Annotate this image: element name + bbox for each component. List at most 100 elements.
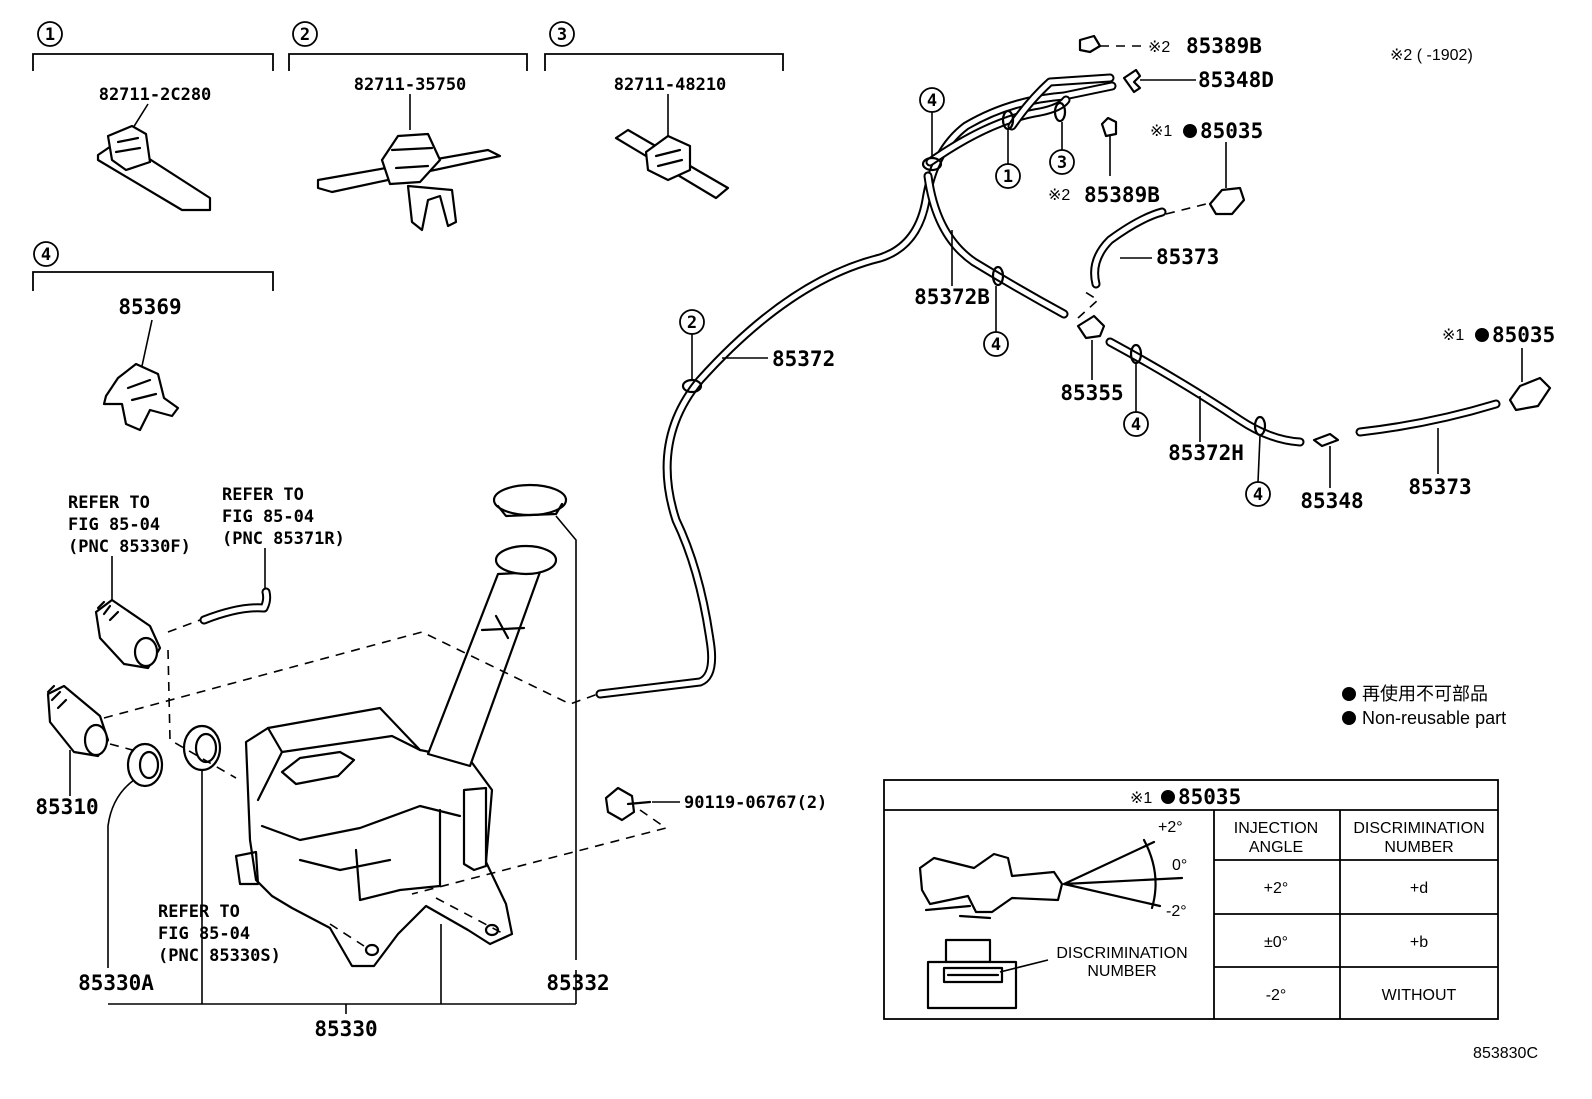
nozzle-85035-lower <box>1508 376 1552 412</box>
clip-82711-35750-drawing <box>316 132 502 232</box>
table-col1-header-2: ANGLE <box>1249 839 1303 856</box>
marker-2: 2 <box>687 313 697 333</box>
refer-85330S-line2: FIG 85-04 <box>158 924 250 944</box>
refer-85371R-line1: REFER TO <box>222 485 304 505</box>
clip-85389B-lower <box>1100 116 1118 138</box>
clip-82711-2C280-label: 82711-2C280 <box>99 85 212 105</box>
angle-zero: 0° <box>1172 857 1187 874</box>
table-title-dot <box>1161 790 1175 804</box>
grommet-85330S <box>182 724 222 772</box>
clip-82711-35750-label: 82711-35750 <box>354 75 467 95</box>
refer-85330F-line2: FIG 85-04 <box>68 515 160 535</box>
legend-en: Non-reusable part <box>1362 708 1506 728</box>
refer-85330F: REFER TO FIG 85-04 (PNC 85330F) <box>68 493 191 605</box>
figure-code: 853830C <box>1473 1045 1538 1062</box>
part-85389B-upper-label: 85389B <box>1186 34 1262 58</box>
table-row1-angle: +2° <box>1264 880 1289 897</box>
clip-82711-48210-drawing <box>614 128 730 200</box>
hose-85372H <box>1105 337 1305 447</box>
nozzle-spray-drawing: +2° 0° -2° <box>918 819 1187 920</box>
connector-85348 <box>1312 432 1340 448</box>
clip-markers: 4 1 3 2 4 4 4 <box>679 87 1271 507</box>
table-row1-number: +d <box>1410 880 1428 897</box>
note1-mark-top: ※1 <box>1150 123 1172 140</box>
marker-4-b: 4 <box>991 335 1001 355</box>
marker-4-c: 4 <box>1131 415 1141 435</box>
angle-plus2: +2° <box>1158 819 1183 836</box>
refer-85330S-line3: (PNC 85330S) <box>158 946 281 966</box>
washer-pump-85310 <box>46 684 110 758</box>
note2-mark-top: ※2 <box>1148 39 1170 56</box>
part-85330A-label: 85330A <box>78 971 154 995</box>
part-85373-upper-label: 85373 <box>1156 245 1219 269</box>
clip-group-3: 3 82711-48210 <box>544 21 784 200</box>
part-90119-label: 90119-06767(2) <box>684 793 827 813</box>
hose-labels: 85372 85372B 85355 85372H 85348 85373 85… <box>722 34 1555 513</box>
part-85389B-lower-label: 85389B <box>1084 183 1160 207</box>
non-reusable-dot-top <box>1183 124 1197 138</box>
nozzle-discrimination-drawing: DISCRIMINATION NUMBER <box>926 938 1188 1010</box>
note1-mark-right: ※1 <box>1442 327 1464 344</box>
clip-85369-drawing <box>102 362 180 432</box>
bolt-90119: 90119-06767(2) <box>604 786 827 822</box>
grommet-85330A <box>126 742 164 788</box>
hose-85373-upper <box>1090 207 1167 289</box>
cap-85332 <box>492 483 568 518</box>
refer-85330S: REFER TO FIG 85-04 (PNC 85330S) <box>158 902 281 966</box>
part-85372-label: 85372 <box>772 347 835 371</box>
clip-group-2-num: 2 <box>300 25 310 45</box>
table-col2-header-2: NUMBER <box>1384 839 1453 856</box>
refer-85330F-line1: REFER TO <box>68 493 150 513</box>
table-col2-header-1: DISCRIMINATION <box>1353 820 1484 837</box>
note2-range: ※2 ( -1902) <box>1390 47 1473 64</box>
marker-1: 1 <box>1003 167 1013 187</box>
marker-4-d: 4 <box>1253 485 1263 505</box>
part-85310-label: 85310 <box>35 795 98 819</box>
refer-85330F-line3: (PNC 85330F) <box>68 537 191 557</box>
part-85330-label: 85330 <box>314 1017 377 1041</box>
tank-labels: 85310 85330A 85330 85332 <box>35 515 610 1041</box>
nozzle-table: ※1 85035 INJECTION ANGLE DISCRIMINATION … <box>883 779 1499 1020</box>
table-row2-number: +b <box>1410 934 1428 951</box>
clip-82711-2C280-drawing <box>96 124 212 212</box>
disc-label-2: NUMBER <box>1087 963 1156 980</box>
angle-minus2: -2° <box>1166 903 1187 920</box>
part-85332-label: 85332 <box>546 971 609 995</box>
legend-dot-en <box>1342 711 1356 725</box>
part-85035-lower-label: 85035 <box>1492 323 1555 347</box>
hose-85372B <box>923 171 1069 319</box>
clip-group-1: 1 82711-2C280 <box>32 21 274 212</box>
short-hose-85371R <box>199 587 272 625</box>
clip-group-4: 4 85369 <box>32 241 274 432</box>
table-title-mark: ※1 <box>1130 790 1152 807</box>
table-title-part: 85035 <box>1178 785 1241 809</box>
legend-jp: 再使用不可部品 <box>1362 684 1488 704</box>
check-valve-85348D <box>1122 68 1142 94</box>
clip-group-2: 2 82711-35750 <box>288 21 528 232</box>
clip-group-3-num: 3 <box>557 25 567 45</box>
refer-85330S-line1: REFER TO <box>158 902 240 922</box>
refer-85371R: REFER TO FIG 85-04 (PNC 85371R) <box>222 485 345 590</box>
refer-85371R-line3: (PNC 85371R) <box>222 529 345 549</box>
refer-85371R-line2: FIG 85-04 <box>222 507 314 527</box>
hose-85373-lower <box>1355 399 1501 437</box>
clip-85369-label: 85369 <box>118 295 181 319</box>
clip-group-4-num: 4 <box>41 245 51 265</box>
rear-washer-pump <box>94 598 162 670</box>
table-col1-header-1: INJECTION <box>1234 820 1318 837</box>
non-reusable-dot-right <box>1475 328 1489 342</box>
part-85373-lower-label: 85373 <box>1408 475 1471 499</box>
table-row3-number: WITHOUT <box>1382 987 1457 1004</box>
nozzle-85035-upper <box>1165 186 1246 216</box>
legend-dot-jp <box>1342 687 1356 701</box>
part-85035-upper-label: 85035 <box>1200 119 1263 143</box>
disc-label-1: DISCRIMINATION <box>1056 945 1187 962</box>
connector-85355 <box>1076 289 1106 340</box>
part-85348D-label: 85348D <box>1198 68 1274 92</box>
part-85372B-label: 85372B <box>914 285 990 309</box>
marker-3: 3 <box>1057 153 1067 173</box>
legend: 再使用不可部品 Non-reusable part <box>1342 684 1506 728</box>
table-row3-angle: -2° <box>1266 987 1287 1004</box>
clip-group-1-num: 1 <box>45 25 55 45</box>
